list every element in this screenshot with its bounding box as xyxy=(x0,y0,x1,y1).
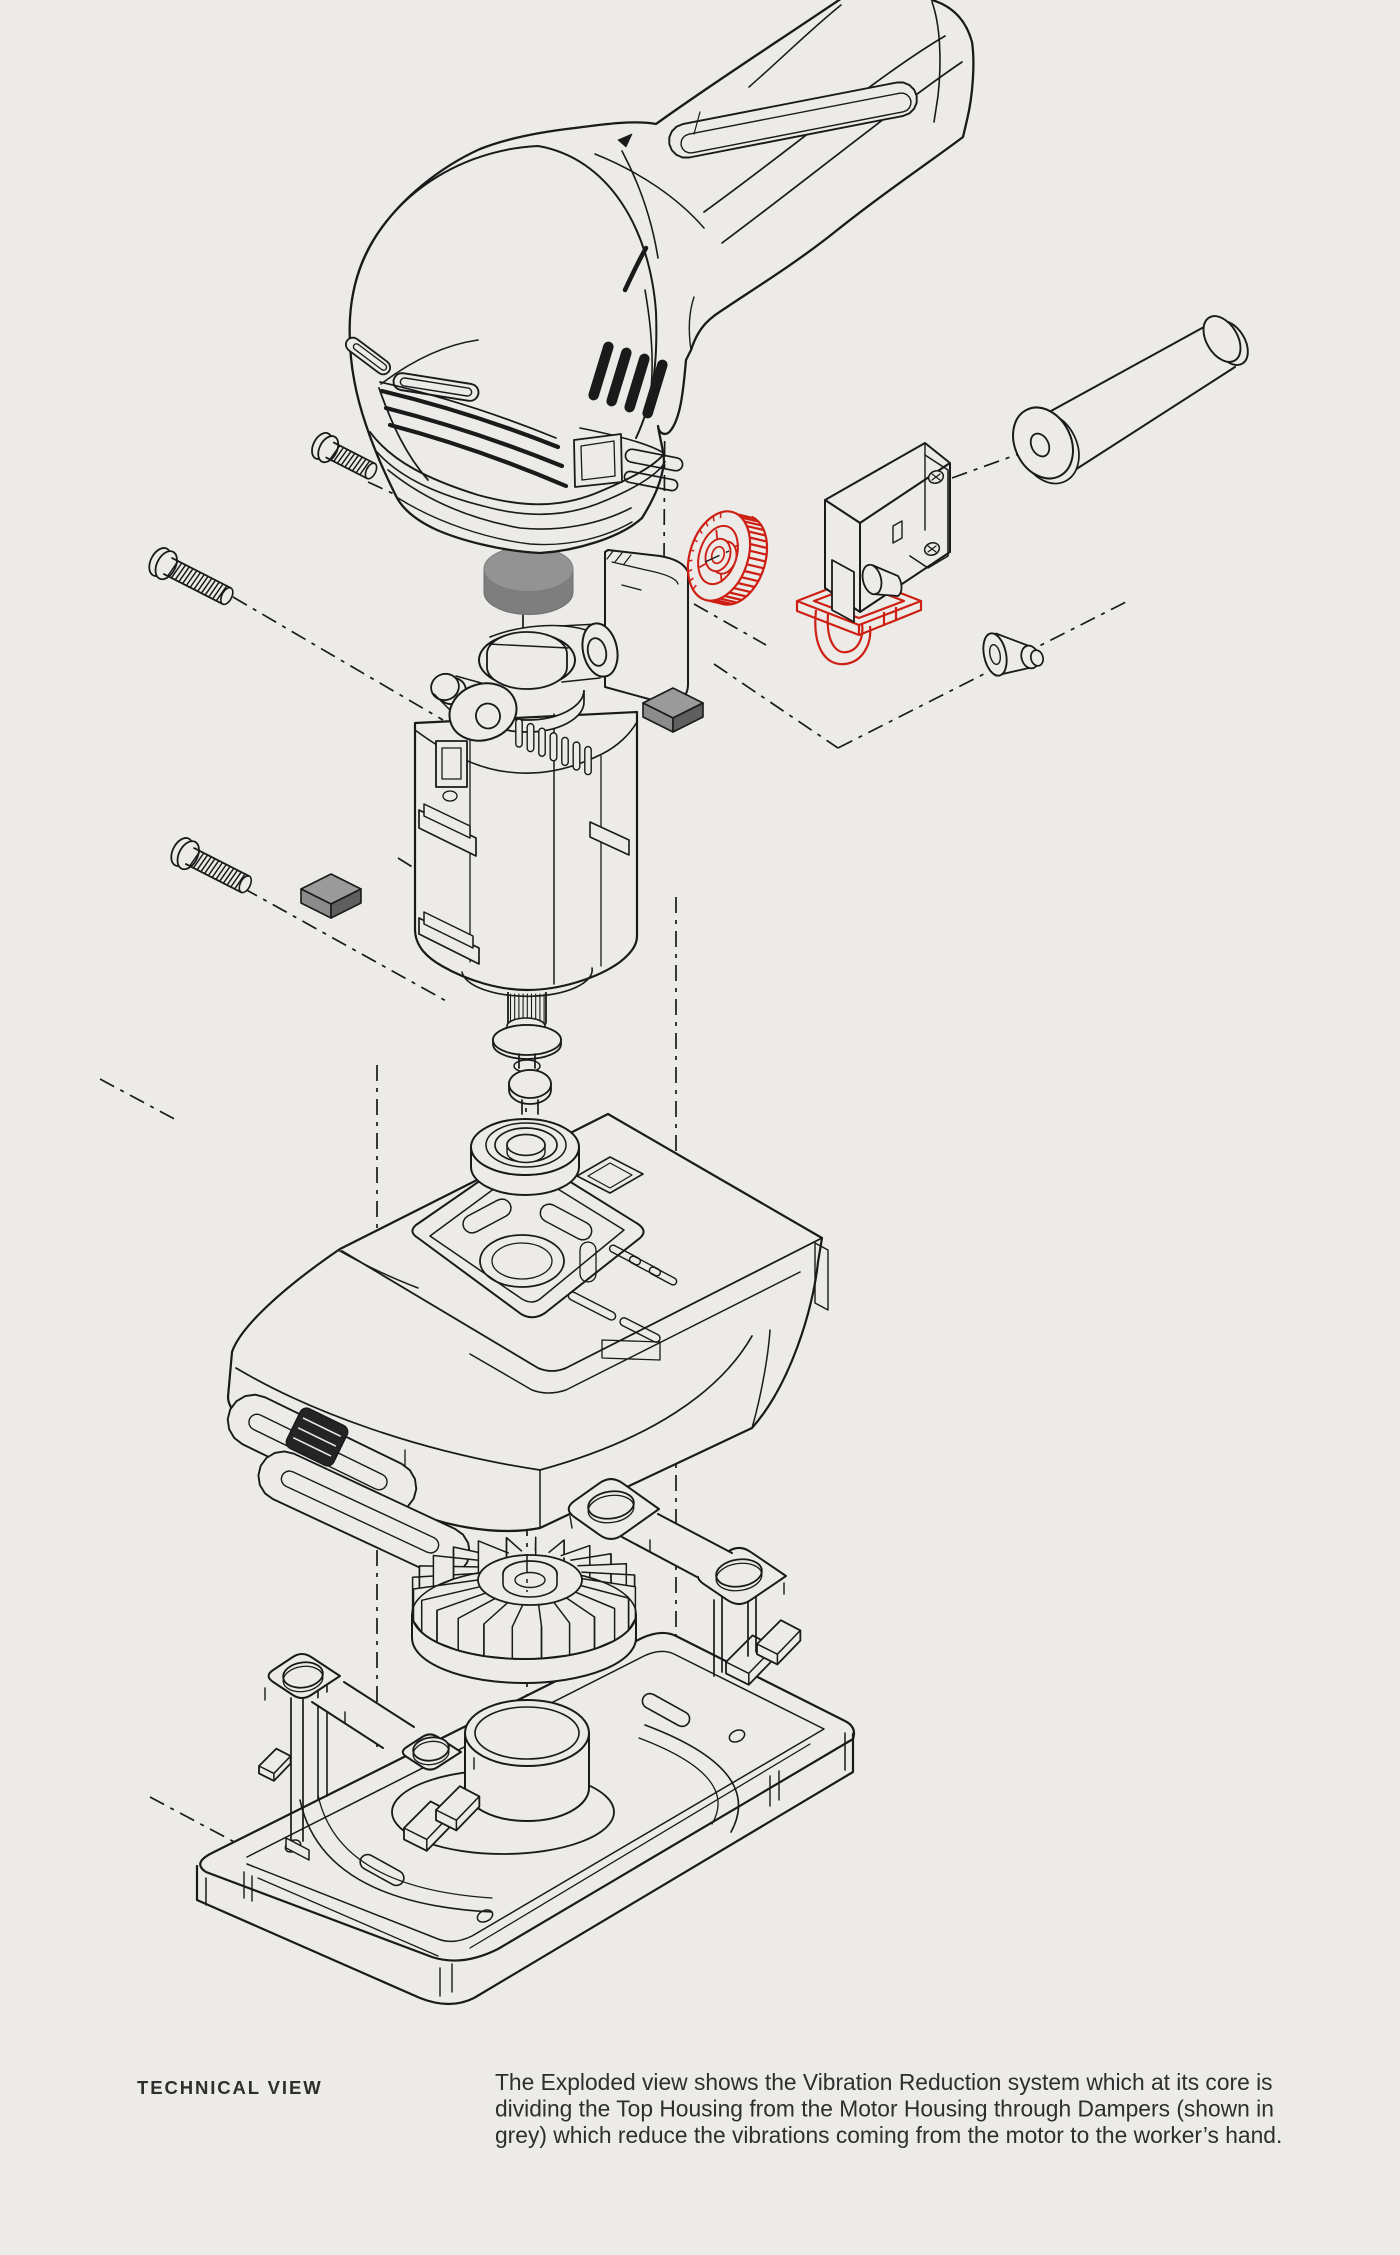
svg-text:TECHNICAL VIEW: TECHNICAL VIEW xyxy=(137,2077,323,2098)
svg-text:The Exploded view shows the Vi: The Exploded view shows the Vibration Re… xyxy=(495,2069,1282,2148)
